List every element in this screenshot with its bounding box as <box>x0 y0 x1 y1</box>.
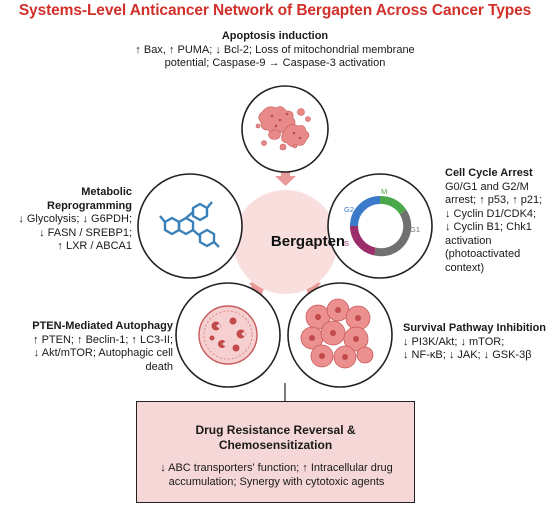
autophagy-line-1: ↑ PTEN; ↑ Beclin-1; ↑ LC3-II; <box>33 333 173 346</box>
drug-resistance-line-2: accumulation; Synergy with cytotoxic age… <box>168 475 385 488</box>
cell-cycle-line-4: ↓ Cyclin B1; Chk1 <box>445 221 532 233</box>
hub-label: Bergapten <box>270 233 346 250</box>
cell-cycle-line-5: activation <box>445 234 492 247</box>
metabolic-heading-1: Metabolic <box>81 186 132 198</box>
apoptosis-line-1: ↑ Bax, ↑ PUMA; ↓ Bcl-2; Loss of mitochon… <box>135 43 415 56</box>
cell-cycle-heading: Cell Cycle Arrest <box>445 167 533 179</box>
autophagy-cell-icon <box>198 305 258 365</box>
phase-label-m: M <box>381 187 387 196</box>
apoptosis-heading: Apoptosis induction <box>221 30 329 42</box>
metabolic-line-3: ↑ LXR / ABCA1 <box>57 240 132 252</box>
metabolic-node <box>137 173 243 279</box>
cell-cycle-line-7: context) <box>445 261 485 274</box>
survival-line-2: ↓ NF-κB; ↓ JAK; ↓ GSK-3β <box>403 349 532 361</box>
apoptosis-text: Apoptosis induction ↑ Bax, ↑ PUMA; ↓ Bcl… <box>80 30 470 71</box>
metabolic-line-2: ↓ FASN / SREBP1; <box>39 226 132 239</box>
survival-node <box>287 282 393 388</box>
drug-resistance-heading-1: Drug Resistance Reversal & <box>195 423 356 437</box>
phase-label-g1: G1 <box>410 225 420 234</box>
survival-line-1: ↓ PI3K/Akt; ↓ mTOR; <box>403 335 505 348</box>
molecule-icon <box>159 201 220 248</box>
survival-heading: Survival Pathway Inhibition <box>403 322 547 334</box>
cell-cycle-node: M G2 S G1 <box>327 173 433 279</box>
autophagy-line-3: death <box>145 360 173 373</box>
bergapten-hub <box>233 190 338 294</box>
metabolic-line-1: ↓ Glycolysis; ↓ G6PDH; <box>18 213 132 225</box>
drug-resistance-text: ↓ ABC transporters' function; ↑ Intracel… <box>145 462 408 489</box>
phase-label-g2: G2 <box>344 205 354 214</box>
drug-resistance-box: Drug Resistance Reversal & Chemosensitiz… <box>136 401 415 503</box>
cell-cycle-line-1: G0/G1 and G2/M <box>445 180 529 193</box>
drug-resistance-heading-2: Chemosensitization <box>218 438 333 452</box>
apoptosis-line-2: potential; Caspase-9 → Caspase-3 activat… <box>164 57 386 69</box>
phase-label-s: S <box>344 239 349 248</box>
cell-cycle-line-3: ↓ Cyclin D1/CDK4; <box>445 207 537 220</box>
cell-cycle-text: Cell Cycle Arrest G0/G1 and G2/M arrest;… <box>445 167 550 275</box>
autophagy-heading: PTEN-Mediated Autophagy <box>32 320 173 332</box>
cell-cycle-line-6: (photoactivated <box>445 248 521 260</box>
page-title: Systems-Level Anticancer Network of Berg… <box>18 2 532 19</box>
metabolic-heading-2: Reprogramming <box>47 199 132 212</box>
autophagy-text: PTEN-Mediated Autophagy ↑ PTEN; ↑ Beclin… <box>0 320 173 374</box>
drug-resistance-heading: Drug Resistance Reversal & Chemosensitiz… <box>137 423 414 453</box>
autophagy-node <box>175 282 281 388</box>
apoptosis-node <box>241 85 329 173</box>
cell-cycle-line-2: arrest; ↑ p53, ↑ p21; <box>445 194 543 206</box>
metabolic-text: Metabolic Reprogramming ↓ Glycolysis; ↓ … <box>0 186 132 254</box>
drug-resistance-line-1: ↓ ABC transporters' function; ↑ Intracel… <box>160 462 393 474</box>
autophagy-line-2: ↓ Akt/mTOR; Autophagic cell <box>33 347 173 359</box>
survival-text: Survival Pathway Inhibition ↓ PI3K/Akt; … <box>403 322 550 363</box>
cell-cycle-ring-icon <box>350 196 412 257</box>
